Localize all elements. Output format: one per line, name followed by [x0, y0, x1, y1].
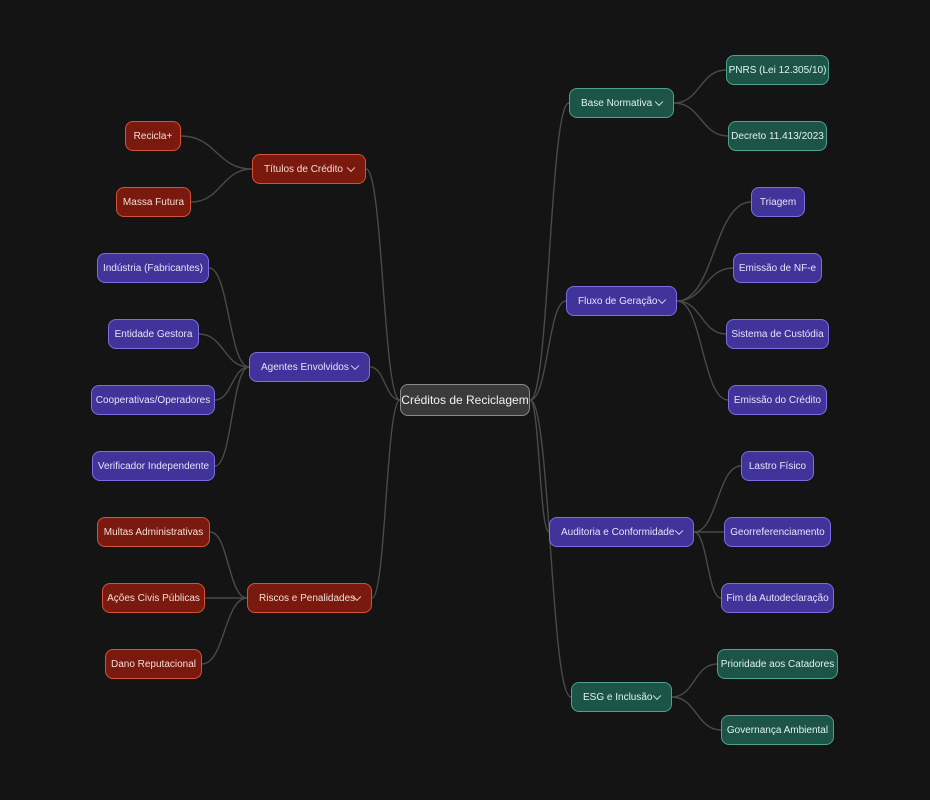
leaf-fim-da-autodeclaracao[interactable]: Fim da Autodeclaração — [721, 583, 834, 613]
edge-esg-child — [671, 663, 718, 698]
leaf-sistema-de-custodia[interactable]: Sistema de Custódia — [726, 319, 829, 349]
chevron-down-icon[interactable] — [652, 691, 662, 701]
chevron-down-icon[interactable] — [654, 97, 664, 107]
branch-titulos-de-credito[interactable]: Títulos de Crédito — [252, 154, 366, 184]
branch-label: Base Normativa — [581, 97, 653, 109]
edge-base-child — [673, 69, 727, 104]
edge-agentes-child — [208, 267, 250, 368]
leaf-massa-futura[interactable]: Massa Futura — [116, 187, 191, 217]
edge-base-child — [673, 102, 729, 137]
edge-fluxo-child — [676, 300, 727, 335]
chevron-down-icon[interactable] — [657, 295, 667, 305]
branch-base-normativa[interactable]: Base Normativa — [569, 88, 674, 118]
branch-riscos-e-penalidades[interactable]: Riscos e Penalidades — [247, 583, 372, 613]
edge-auditoria-child — [693, 465, 742, 533]
edge-root-esg — [529, 399, 572, 698]
leaf-lastro-fisico[interactable]: Lastro Físico — [741, 451, 814, 481]
edge-root-auditoria — [529, 399, 550, 533]
branch-label: Riscos e Penalidades — [259, 592, 356, 604]
leaf-cooperativas-operadores[interactable]: Cooperativas/Operadores — [91, 385, 215, 415]
branch-label: Auditoria e Conformidade — [561, 526, 675, 538]
chevron-down-icon[interactable] — [346, 163, 356, 173]
leaf-decreto[interactable]: Decreto 11.413/2023 — [728, 121, 827, 151]
chevron-down-icon[interactable] — [350, 361, 360, 371]
root-node[interactable]: Créditos de Reciclagem — [400, 384, 530, 416]
leaf-multas-administrativas[interactable]: Multas Administrativas — [97, 517, 210, 547]
edge-root-titulos — [365, 168, 401, 401]
leaf-emissao-nfe[interactable]: Emissão de NF-e — [733, 253, 822, 283]
branch-agentes-envolvidos[interactable]: Agentes Envolvidos — [249, 352, 370, 382]
leaf-dano-reputacional[interactable]: Dano Reputacional — [105, 649, 202, 679]
branch-esg-e-inclusao[interactable]: ESG e Inclusão — [571, 682, 672, 712]
leaf-recicla-plus[interactable]: Recicla+ — [125, 121, 181, 151]
edge-root-agentes — [369, 366, 401, 401]
chevron-down-icon[interactable] — [674, 526, 684, 536]
branch-label: Títulos de Crédito — [264, 163, 343, 175]
branch-fluxo-de-geracao[interactable]: Fluxo de Geração — [566, 286, 677, 316]
edge-riscos-child — [201, 597, 248, 665]
branch-label: ESG e Inclusão — [583, 691, 653, 703]
branch-auditoria-e-conformidade[interactable]: Auditoria e Conformidade — [549, 517, 694, 547]
edge-fluxo-child — [676, 267, 734, 302]
edge-root-riscos — [371, 399, 401, 599]
edge-riscos-child — [209, 531, 248, 599]
leaf-industria-fabricantes[interactable]: Indústria (Fabricantes) — [97, 253, 209, 283]
leaf-triagem[interactable]: Triagem — [751, 187, 805, 217]
edge-root-fluxo — [529, 300, 567, 401]
leaf-pnrs-lei[interactable]: PNRS (Lei 12.305/10) — [726, 55, 829, 85]
leaf-entidade-gestora[interactable]: Entidade Gestora — [108, 319, 199, 349]
edge-agentes-child — [214, 366, 250, 401]
branch-label: Fluxo de Geração — [578, 295, 658, 307]
edge-fluxo-child — [676, 201, 752, 302]
edge-titulos-child — [180, 135, 253, 170]
leaf-acoes-civis-publicas[interactable]: Ações Civis Públicas — [102, 583, 205, 613]
edge-agentes-child — [214, 366, 250, 467]
leaf-governanca-ambiental[interactable]: Governança Ambiental — [721, 715, 834, 745]
leaf-prioridade-aos-catadores[interactable]: Prioridade aos Catadores — [717, 649, 838, 679]
edge-root-base — [529, 102, 570, 401]
edge-agentes-child — [198, 333, 250, 368]
edge-titulos-child — [190, 168, 253, 203]
leaf-georreferenciamento[interactable]: Georreferenciamento — [724, 517, 831, 547]
edge-fluxo-child — [676, 300, 729, 401]
leaf-verificador-independente[interactable]: Verificador Independente — [92, 451, 215, 481]
edge-auditoria-child — [693, 531, 722, 599]
edge-esg-child — [671, 696, 722, 731]
leaf-emissao-do-credito[interactable]: Emissão do Crédito — [728, 385, 827, 415]
branch-label: Agentes Envolvidos — [261, 361, 349, 373]
